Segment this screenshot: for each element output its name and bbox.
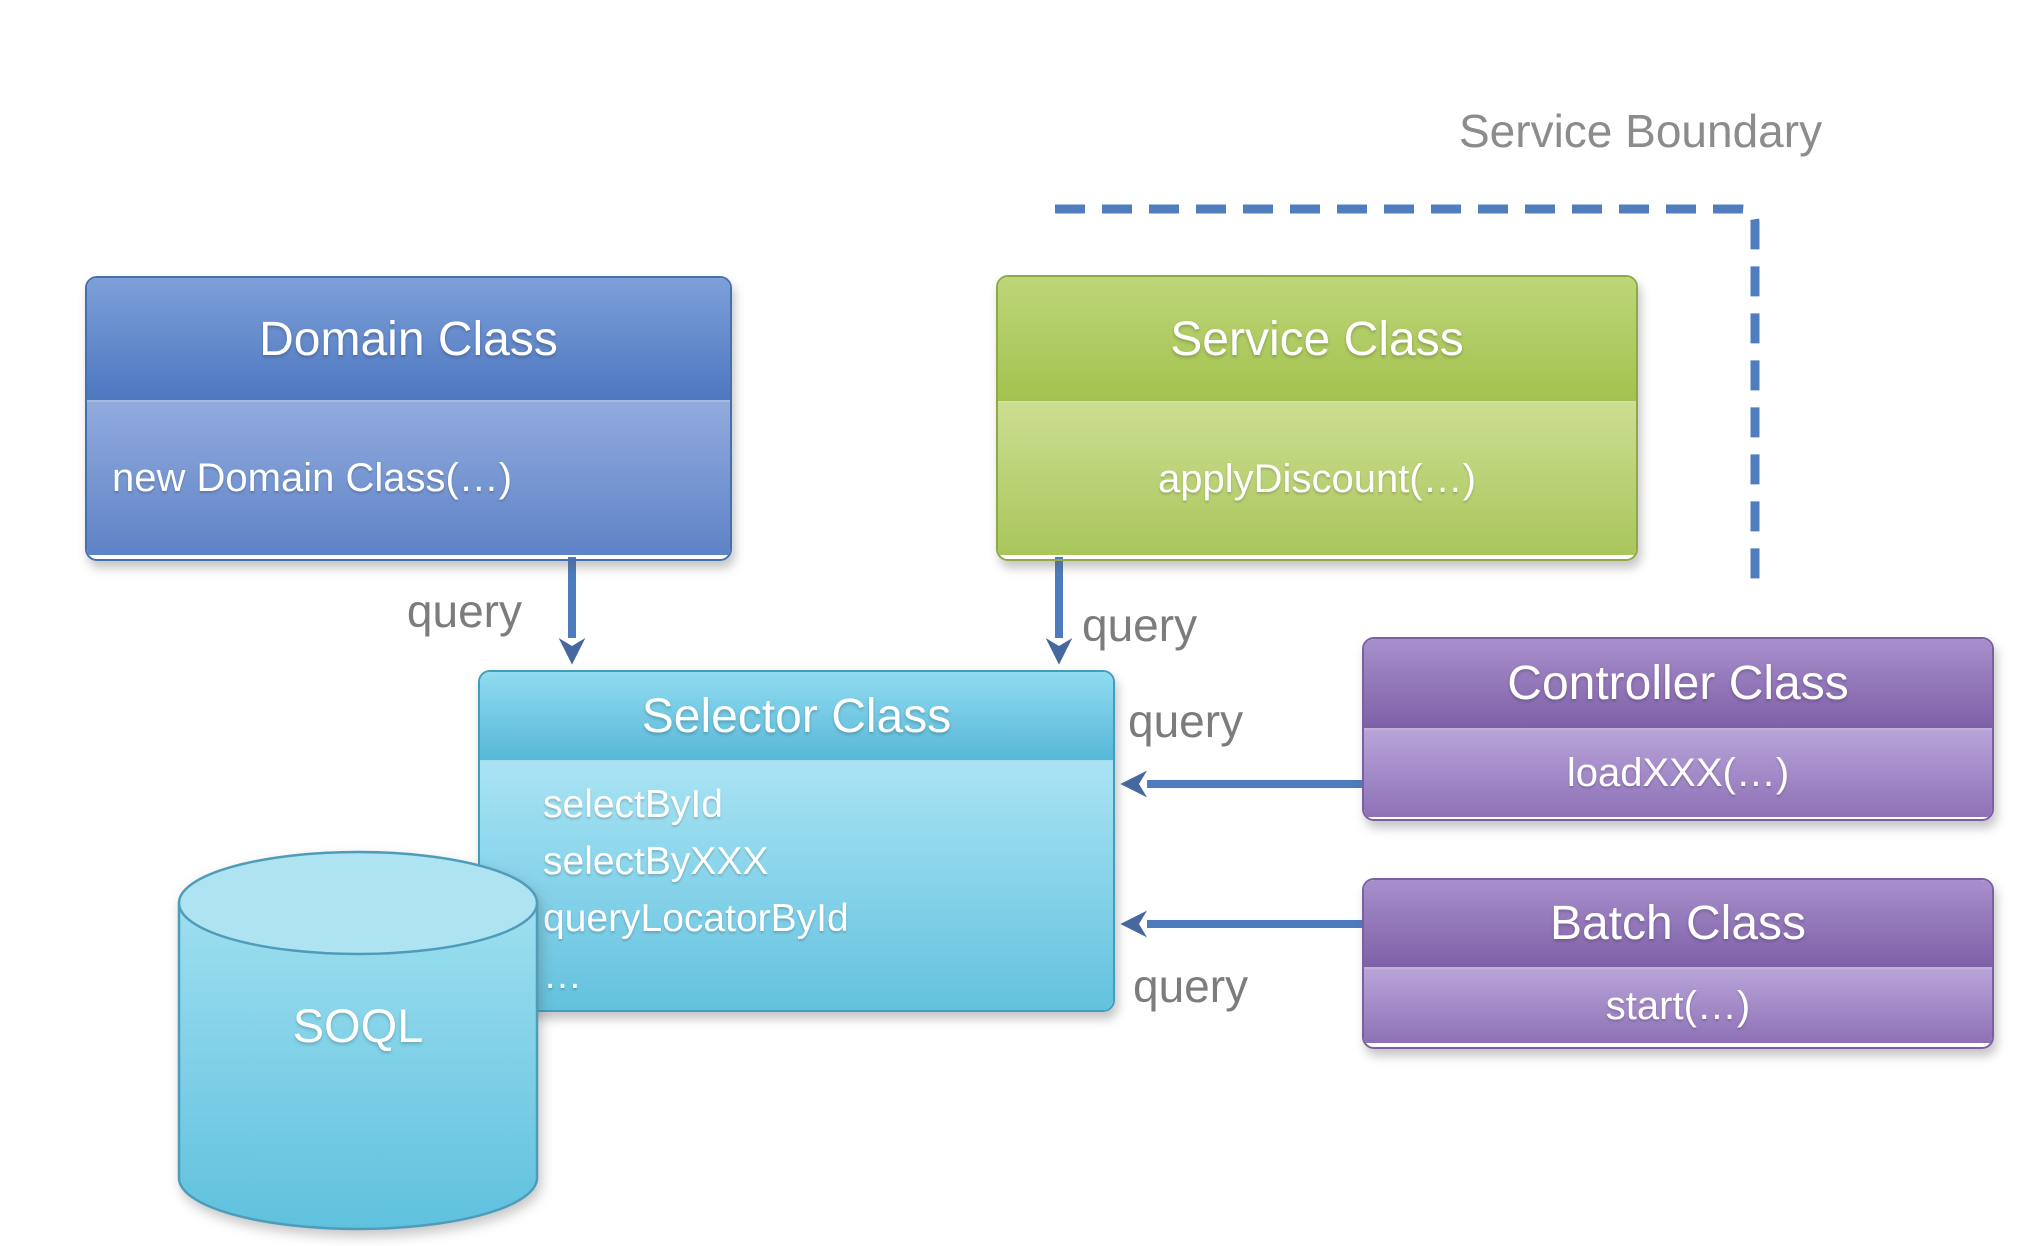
controller-class-method: loadXXX(…) — [1364, 728, 1992, 817]
selector-class-methods: selectById selectByXXX queryLocatorById … — [480, 760, 1113, 1010]
soql-database-cylinder: SOQL — [175, 848, 541, 1234]
controller-class-title: Controller Class — [1364, 639, 1992, 728]
selector-method: … — [543, 954, 582, 997]
domain-class-title: Domain Class — [87, 278, 730, 400]
query-label-controller: query — [1128, 695, 1244, 747]
service-class-box: Service Class applyDiscount(…) — [996, 275, 1638, 561]
soql-label: SOQL — [292, 999, 424, 1052]
domain-class-box: Domain Class new Domain Class(…) — [85, 276, 732, 561]
service-class-title: Service Class — [998, 277, 1636, 401]
controller-class-box: Controller Class loadXXX(…) — [1362, 637, 1994, 821]
service-boundary-dashed-line — [1055, 204, 1760, 587]
selector-class-title: Selector Class — [480, 672, 1113, 760]
selector-method: queryLocatorById — [543, 897, 849, 940]
batch-class-box: Batch Class start(…) — [1362, 878, 1994, 1049]
cylinder-top-shape — [177, 850, 539, 956]
domain-class-method: new Domain Class(…) — [87, 400, 730, 555]
query-label-service: query — [1082, 599, 1198, 651]
selector-method: selectByXXX — [543, 840, 769, 883]
selector-method: selectById — [543, 783, 723, 826]
query-label-batch: query — [1133, 960, 1249, 1012]
batch-class-title: Batch Class — [1364, 880, 1992, 967]
batch-class-method: start(…) — [1364, 967, 1992, 1043]
query-label-domain: query — [406, 585, 522, 637]
service-class-method: applyDiscount(…) — [998, 401, 1636, 555]
service-boundary-label: Service Boundary — [1459, 105, 1823, 157]
cylinder-body-shape — [177, 901, 539, 1231]
selector-class-box: Selector Class selectById selectByXXX qu… — [478, 670, 1115, 1012]
